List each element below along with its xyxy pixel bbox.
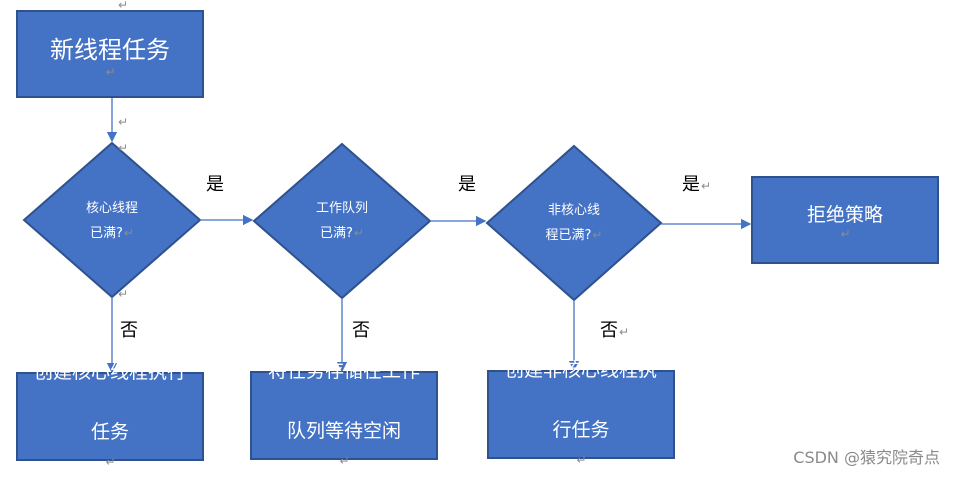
edge-label-no-3: 否 — [600, 320, 618, 341]
paragraph-mark: ↵ — [592, 228, 603, 242]
edge-label-yes-2: 是 — [458, 174, 476, 195]
paragraph-mark: ↵ — [576, 452, 587, 467]
paragraph-mark: ↵ — [619, 325, 630, 339]
create-noncore-line1: 创建非核心线程执 — [504, 358, 657, 381]
queue-check-line1: 工作队列 — [315, 201, 368, 216]
create-noncore-node: 创建非核心线程执 行任务 ↵ — [487, 359, 675, 467]
create-core-line2: 任务 — [90, 420, 129, 443]
paragraph-mark: ↵ — [118, 0, 129, 12]
reject-node: 拒绝策略↵ — [751, 176, 939, 264]
enqueue-line1: 将任务存储在工作 — [267, 359, 420, 382]
start-node: 新线程任务↵ — [16, 10, 204, 98]
watermark: CSDN @猿究院奇点 — [793, 448, 940, 467]
paragraph-mark: ↵ — [105, 64, 116, 79]
paragraph-mark: ↵ — [840, 226, 851, 241]
paragraph-mark: ↵ — [118, 141, 129, 155]
queue-check-text: 工作队列 已满?↵ — [292, 197, 392, 251]
paragraph-mark: ↵ — [105, 454, 116, 469]
noncore-check-line2: 程已满? — [545, 228, 592, 243]
paragraph-mark: ↵ — [339, 453, 350, 468]
paragraph-mark: ↵ — [701, 179, 712, 193]
create-core-node: 创建核心线程执行 任务 ↵ — [16, 361, 204, 469]
paragraph-mark: ↵ — [353, 226, 364, 240]
reject-node-label: 拒绝策略 — [806, 203, 883, 226]
paragraph-mark: ↵ — [123, 226, 134, 240]
edge-label-yes-1: 是 — [206, 174, 224, 195]
queue-check-line2: 已满? — [320, 226, 353, 241]
core-check-line2: 已满? — [90, 226, 123, 241]
noncore-check-text: 非核心线 程已满?↵ — [524, 199, 624, 253]
enqueue-line2: 队列等待空闲 — [286, 419, 401, 442]
enqueue-node: 将任务存储在工作 队列等待空闲 ↵ — [250, 360, 438, 468]
core-check-line1: 核心线程 — [85, 201, 138, 216]
edge-label-yes-3: 是 — [682, 174, 700, 195]
paragraph-mark: ↵ — [118, 115, 129, 129]
edge-label-no-2: 否 — [352, 320, 370, 341]
create-core-line1: 创建核心线程执行 — [33, 360, 186, 383]
create-noncore-line2: 行任务 — [552, 418, 610, 441]
noncore-check-line1: 非核心线 — [547, 203, 600, 218]
core-check-text: 核心线程 已满?↵ — [62, 197, 162, 251]
paragraph-mark: ↵ — [118, 287, 129, 301]
edge-label-no-1: 否 — [120, 320, 138, 341]
start-node-label: 新线程任务 — [50, 35, 170, 64]
